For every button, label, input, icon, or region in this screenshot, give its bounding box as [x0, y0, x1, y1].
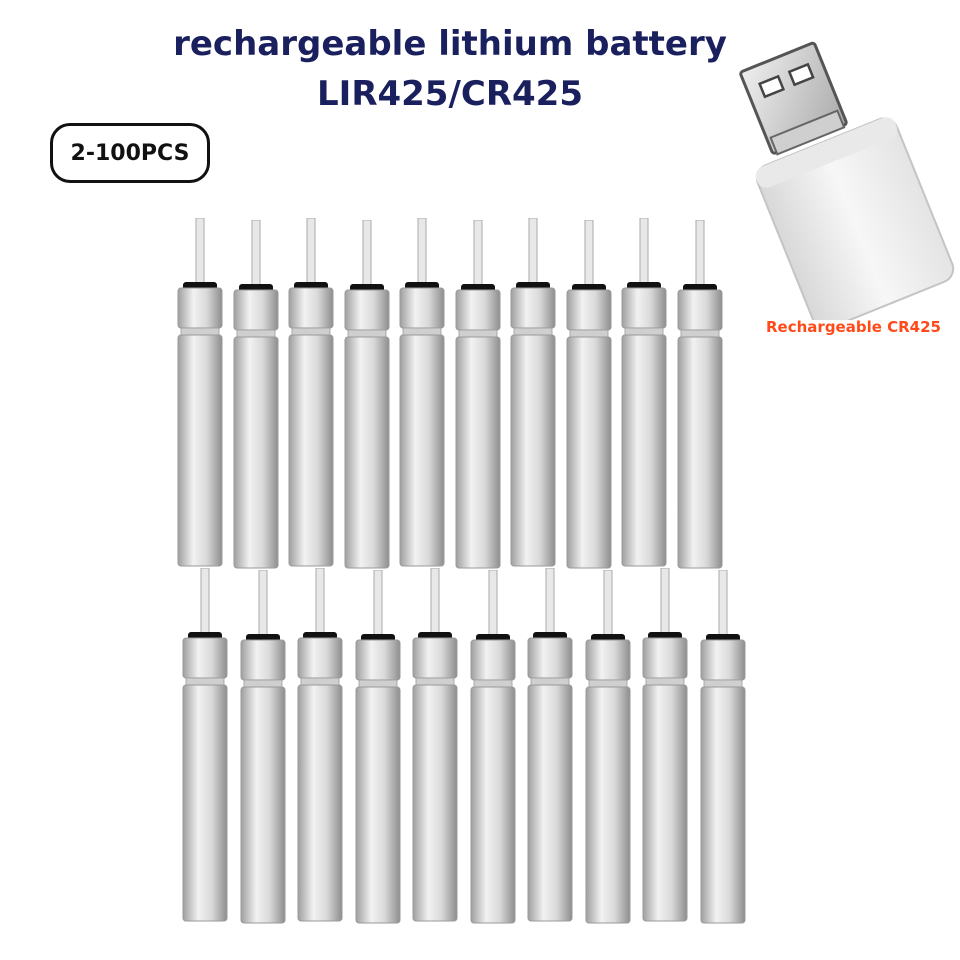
battery-icon	[698, 570, 748, 925]
battery-icon	[640, 568, 690, 923]
battery-icon	[180, 568, 230, 923]
battery-icon	[525, 568, 575, 923]
battery-icon	[619, 218, 669, 568]
battery-icon	[397, 218, 447, 568]
battery-icon	[231, 220, 281, 570]
quantity-badge: 2-100PCS	[50, 123, 210, 183]
battery-icon	[286, 218, 336, 568]
usb-charger-icon	[735, 30, 955, 330]
page-title: rechargeable lithium battery	[173, 24, 727, 64]
battery-icon	[468, 570, 518, 925]
battery-icon	[175, 218, 225, 568]
battery-icon	[410, 568, 460, 923]
battery-icon	[508, 218, 558, 568]
battery-icon	[583, 570, 633, 925]
battery-icon	[353, 570, 403, 925]
charger-caption: Rechargeable CR425	[766, 318, 941, 336]
battery-icon	[453, 220, 503, 570]
battery-icon	[564, 220, 614, 570]
battery-icon	[238, 570, 288, 925]
battery-icon	[675, 220, 725, 570]
battery-icon	[342, 220, 392, 570]
battery-icon	[295, 568, 345, 923]
model-subtitle: LIR425/CR425	[317, 74, 583, 114]
